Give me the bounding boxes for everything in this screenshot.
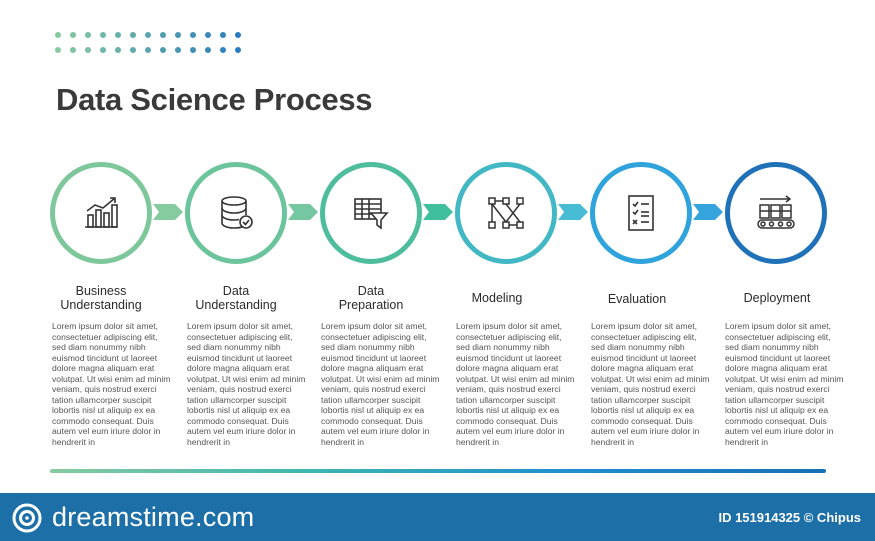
stage-connector-arrow: [693, 204, 723, 220]
decorative-dot: [115, 47, 121, 53]
stage-connector-arrow: [558, 204, 588, 220]
stage-connector-arrow: [423, 204, 453, 220]
decorative-dot: [235, 47, 241, 53]
decorative-dot: [55, 47, 61, 53]
decorative-dot: [175, 47, 181, 53]
decorative-dot: [220, 47, 226, 53]
stage-label-modeling: Modeling: [471, 291, 523, 305]
stage-connector-arrow: [153, 204, 183, 220]
decorative-dot: [205, 47, 211, 53]
stage-description-modeling: Lorem ipsum dolor sit amet, consectetuer…: [456, 321, 575, 447]
network-model-icon: [488, 197, 524, 229]
decorative-dot: [55, 32, 61, 38]
decorative-dot: [100, 47, 106, 53]
stage-circle-evaluation: [590, 162, 692, 264]
decorative-dot: [160, 47, 166, 53]
stage-description-data-understanding: Lorem ipsum dolor sit amet, consectetuer…: [187, 321, 306, 447]
dreamstime-logo-icon: [12, 503, 42, 533]
decorative-dot: [160, 32, 166, 38]
stage-label-evaluation: Evaluation: [607, 292, 667, 306]
database-icon: [221, 196, 253, 229]
stage-label-data-understanding: Data Understanding: [195, 284, 277, 312]
decorative-dot: [235, 32, 241, 38]
dot-row: [55, 32, 245, 47]
decorative-dot: [145, 47, 151, 53]
footer-bar: dreamstime.com ID 151914325 © Chipus: [0, 493, 875, 541]
stage-description-deployment: Lorem ipsum dolor sit amet, consectetuer…: [725, 321, 844, 447]
footer-brand[interactable]: dreamstime.com: [52, 502, 255, 532]
decorative-dot: [205, 32, 211, 38]
decorative-dot: [130, 47, 136, 53]
stage-label-deployment: Deployment: [743, 291, 811, 305]
stage-circle-deployment: [725, 162, 827, 264]
decorative-dot: [85, 32, 91, 38]
stage-circle-modeling: [455, 162, 557, 264]
decorative-dot: [100, 32, 106, 38]
decorative-dot: [145, 32, 151, 38]
stage-label-data-preparation: Data Preparation: [338, 284, 404, 312]
decorative-dot: [190, 32, 196, 38]
stage-connector-arrow: [288, 204, 318, 220]
stage-circle-business-understanding: [50, 162, 152, 264]
footer-credit: ID 151914325 © Chipus: [718, 510, 861, 525]
decorative-dot: [190, 47, 196, 53]
dot-row: [55, 47, 245, 62]
decorative-dot: [70, 47, 76, 53]
stage-label-business-understanding: Business Understanding: [60, 284, 142, 312]
stage-circle-data-preparation: [320, 162, 422, 264]
decorative-dot: [175, 32, 181, 38]
stage-description-business-understanding: Lorem ipsum dolor sit amet, consectetuer…: [52, 321, 171, 447]
stage-description-evaluation: Lorem ipsum dolor sit amet, consectetuer…: [591, 321, 710, 447]
decorative-dot: [130, 32, 136, 38]
table-filter-icon: [354, 198, 389, 230]
stage-circle-data-understanding: [185, 162, 287, 264]
decorative-dot: [70, 32, 76, 38]
decorative-dot: [85, 47, 91, 53]
decorative-dot-pattern: [55, 32, 245, 62]
bar-chart-icon: [85, 197, 118, 228]
stage-description-data-preparation: Lorem ipsum dolor sit amet, consectetuer…: [321, 321, 440, 447]
checklist-icon: [628, 195, 654, 231]
decorative-dot: [220, 32, 226, 38]
page-title: Data Science Process: [56, 82, 373, 117]
conveyor-icon: [757, 195, 795, 229]
decorative-dot: [115, 32, 121, 38]
gradient-divider: [50, 469, 826, 473]
